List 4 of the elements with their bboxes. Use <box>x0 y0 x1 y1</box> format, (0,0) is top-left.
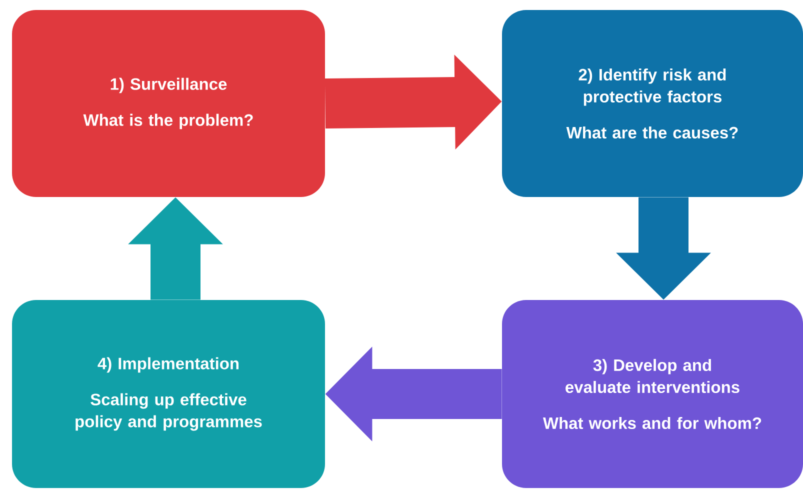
process-box: 3) Develop and evaluate interventions What works and for whom? <box>502 300 803 488</box>
process-box: 1) Surveillance What is the problem? <box>12 10 325 197</box>
process-box: 4) Implementation Scaling up effective policy and programmes <box>12 300 325 488</box>
process-box: 2) Identify risk and protective factors What are the causes? <box>502 10 803 197</box>
